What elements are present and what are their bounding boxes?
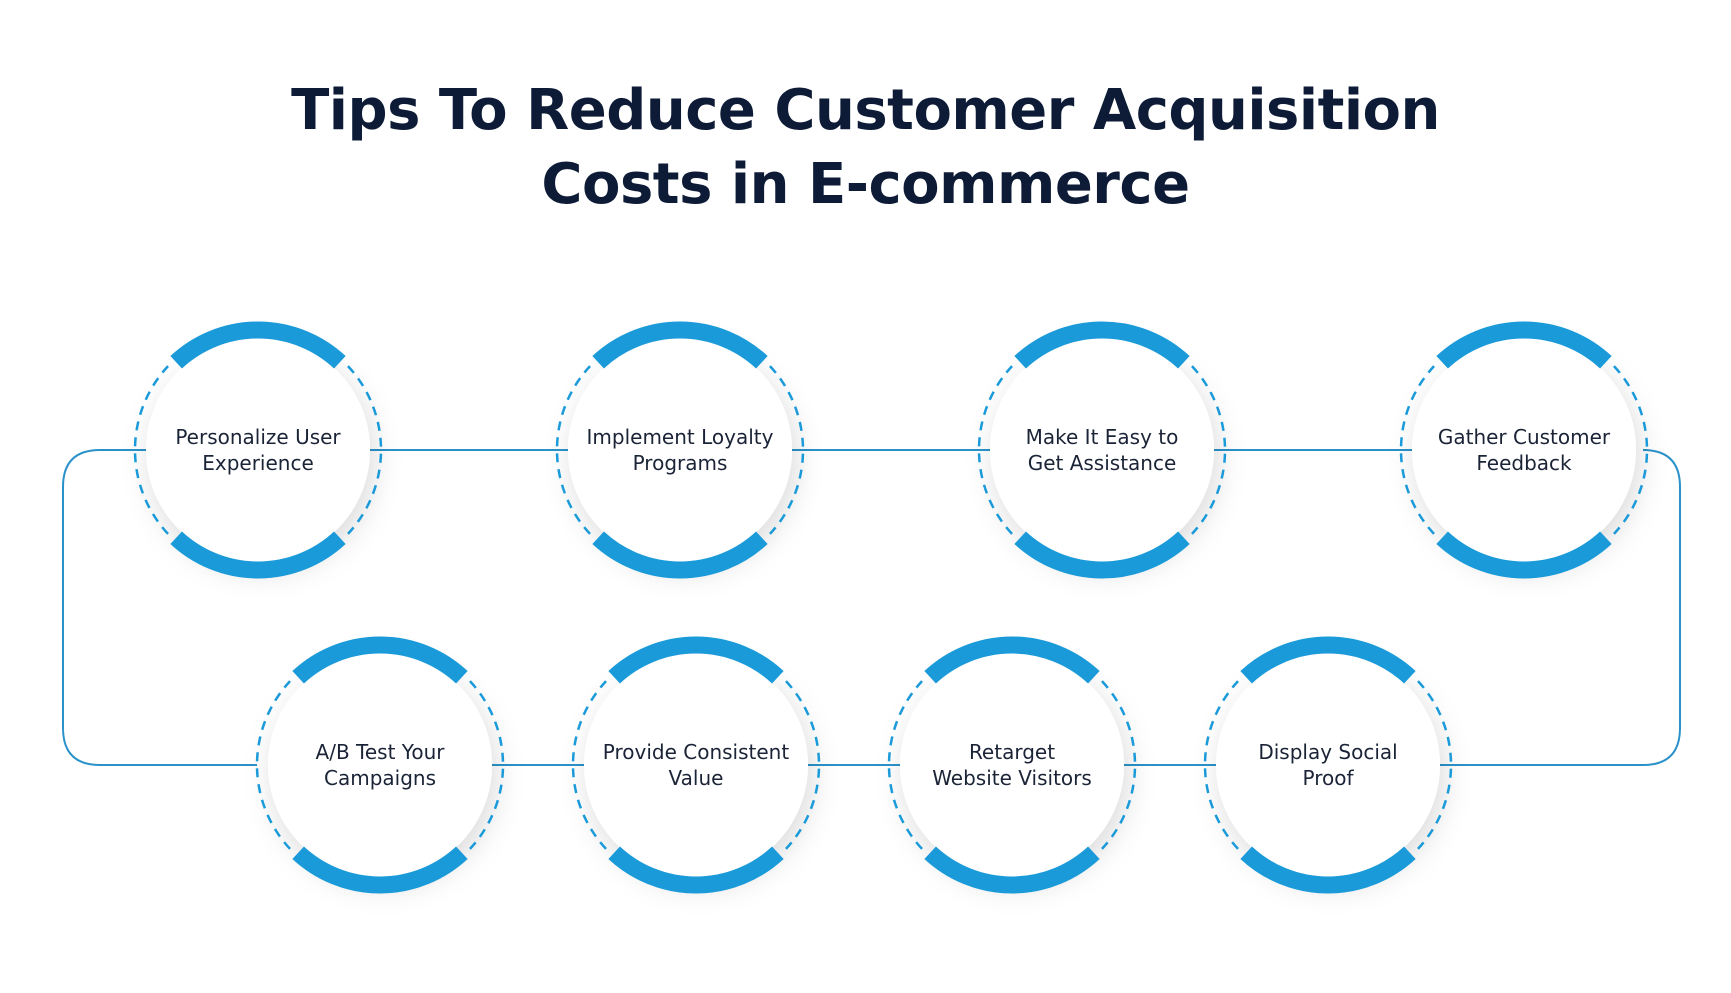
tip-node-disc	[1216, 653, 1440, 877]
tip-node-left-dash	[571, 680, 607, 850]
tip-node-top-arc	[170, 321, 346, 369]
tip-node-label-line: Make It Easy to	[1026, 425, 1179, 449]
tip-node-label-line: Implement Loyalty	[587, 425, 774, 449]
tip-node-right-dash	[1417, 680, 1453, 850]
tip-node-left-dash	[133, 365, 169, 535]
tip-node-right-dash	[1191, 365, 1227, 535]
tip-node-right-dash	[347, 365, 383, 535]
tip-node-label-line: Personalize User	[175, 425, 341, 449]
tip-node-bottom-arc	[1436, 531, 1612, 579]
tip-node-left-dash	[977, 365, 1013, 535]
tip-node-bottom-arc	[608, 846, 784, 894]
connector-line	[62, 449, 258, 766]
tip-node-disc	[900, 653, 1124, 877]
tip-node-disc	[146, 338, 370, 562]
tip-node-label-line: Retarget	[969, 740, 1055, 764]
tip-node-top-arc	[1240, 636, 1416, 684]
tip-node-top-arc	[592, 321, 768, 369]
connector-lines	[62, 449, 1681, 766]
tip-node-label-line: Campaigns	[324, 766, 436, 790]
tip-node-label-line: Proof	[1302, 766, 1354, 790]
tip-node-right-dash	[469, 680, 505, 850]
tip-node-left-dash	[555, 365, 591, 535]
tip-node-top-arc	[1436, 321, 1612, 369]
tip-node-label-line: Get Assistance	[1028, 451, 1177, 475]
tip-node-disc	[584, 653, 808, 877]
connector-line	[1328, 449, 1681, 766]
tip-node-left-dash	[887, 680, 923, 850]
tip-node-label-line: Programs	[633, 451, 728, 475]
tip-node-bottom-arc	[1014, 531, 1190, 579]
tip-node-label-line: Website Visitors	[932, 766, 1092, 790]
tip-node-label-line: Display Social	[1258, 740, 1397, 764]
tip-node-left-dash	[1399, 365, 1435, 535]
tip-node-label-line: Feedback	[1476, 451, 1572, 475]
tip-node-disc	[568, 338, 792, 562]
tip-node-label-line: Value	[669, 766, 724, 790]
tip-node-right-dash	[1613, 365, 1649, 535]
tip-node-right-dash	[769, 365, 805, 535]
tip-node-disc	[990, 338, 1214, 562]
tip-node-bottom-arc	[170, 531, 346, 579]
tip-node-bottom-arc	[292, 846, 468, 894]
tip-node-disc	[268, 653, 492, 877]
tip-node-top-arc	[924, 636, 1100, 684]
title-line-2: Costs in E-commerce	[541, 152, 1190, 217]
tip-node-disc	[1412, 338, 1636, 562]
tip-node-label-line: Gather Customer	[1438, 425, 1611, 449]
tip-node-left-dash	[255, 680, 291, 850]
tip-node-label-line: Experience	[202, 451, 314, 475]
tip-node-right-dash	[785, 680, 821, 850]
tip-node-top-arc	[292, 636, 468, 684]
tip-node-bottom-arc	[592, 531, 768, 579]
tip-node-label-line: Provide Consistent	[603, 740, 790, 764]
tip-node-top-arc	[608, 636, 784, 684]
title-line-1: Tips To Reduce Customer Acquisition	[291, 78, 1440, 143]
tip-node-bottom-arc	[1240, 846, 1416, 894]
tip-node-left-dash	[1203, 680, 1239, 850]
tip-node-top-arc	[1014, 321, 1190, 369]
tip-node-right-dash	[1101, 680, 1137, 850]
tip-node-label-line: A/B Test Your	[316, 740, 446, 764]
tip-node-bottom-arc	[924, 846, 1100, 894]
